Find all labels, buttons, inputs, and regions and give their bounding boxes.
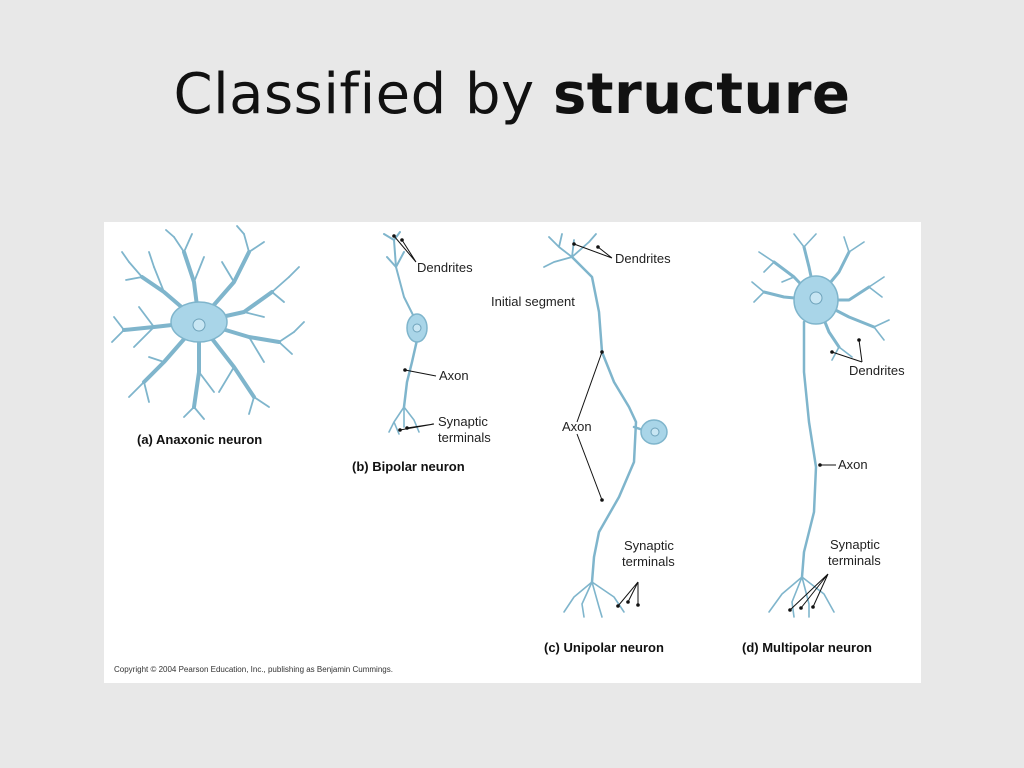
anaxonic-neuron: (a) Anaxonic neuron xyxy=(111,225,305,447)
multipolar-caption: (d) Multipolar neuron xyxy=(742,640,872,655)
bipolar-axon-label: Axon xyxy=(439,368,469,383)
multipolar-terminals-label: terminals xyxy=(828,553,881,568)
multipolar-dendrites-label: Dendrites xyxy=(849,363,905,378)
unipolar-terminals-label: terminals xyxy=(622,554,675,569)
unipolar-caption: (c) Unipolar neuron xyxy=(544,640,664,655)
anaxonic-caption: (a) Anaxonic neuron xyxy=(137,432,262,447)
unipolar-synaptic-label: Synaptic xyxy=(624,538,674,553)
unipolar-dendrites-label: Dendrites xyxy=(615,251,671,266)
multipolar-neuron: Dendrites Axon Synaptic terminals (d) Mu… xyxy=(742,233,905,655)
unipolar-initial-segment-label: Initial segment xyxy=(491,294,575,309)
title-prefix: Classified by xyxy=(173,62,553,127)
neuron-figure: (a) Anaxonic neuron Dendrites Axon Synap… xyxy=(104,222,921,683)
unipolar-neuron: Dendrites Initial segment Axon Synaptic … xyxy=(491,233,675,655)
multipolar-axon-label: Axon xyxy=(838,457,868,472)
title-emphasis: structure xyxy=(552,62,851,127)
bipolar-caption: (b) Bipolar neuron xyxy=(352,459,465,474)
neuron-diagram: (a) Anaxonic neuron Dendrites Axon Synap… xyxy=(111,225,905,674)
bipolar-terminals-label: terminals xyxy=(438,430,491,445)
multipolar-synaptic-label: Synaptic xyxy=(830,537,880,552)
unipolar-axon-label: Axon xyxy=(562,419,592,434)
slide-title: Classified by structure xyxy=(0,62,1024,127)
copyright-notice: Copyright © 2004 Pearson Education, Inc.… xyxy=(114,665,393,674)
bipolar-dendrites-label: Dendrites xyxy=(417,260,473,275)
bipolar-synaptic-label: Synaptic xyxy=(438,414,488,429)
bipolar-neuron: Dendrites Axon Synaptic terminals (b) Bi… xyxy=(352,231,491,474)
